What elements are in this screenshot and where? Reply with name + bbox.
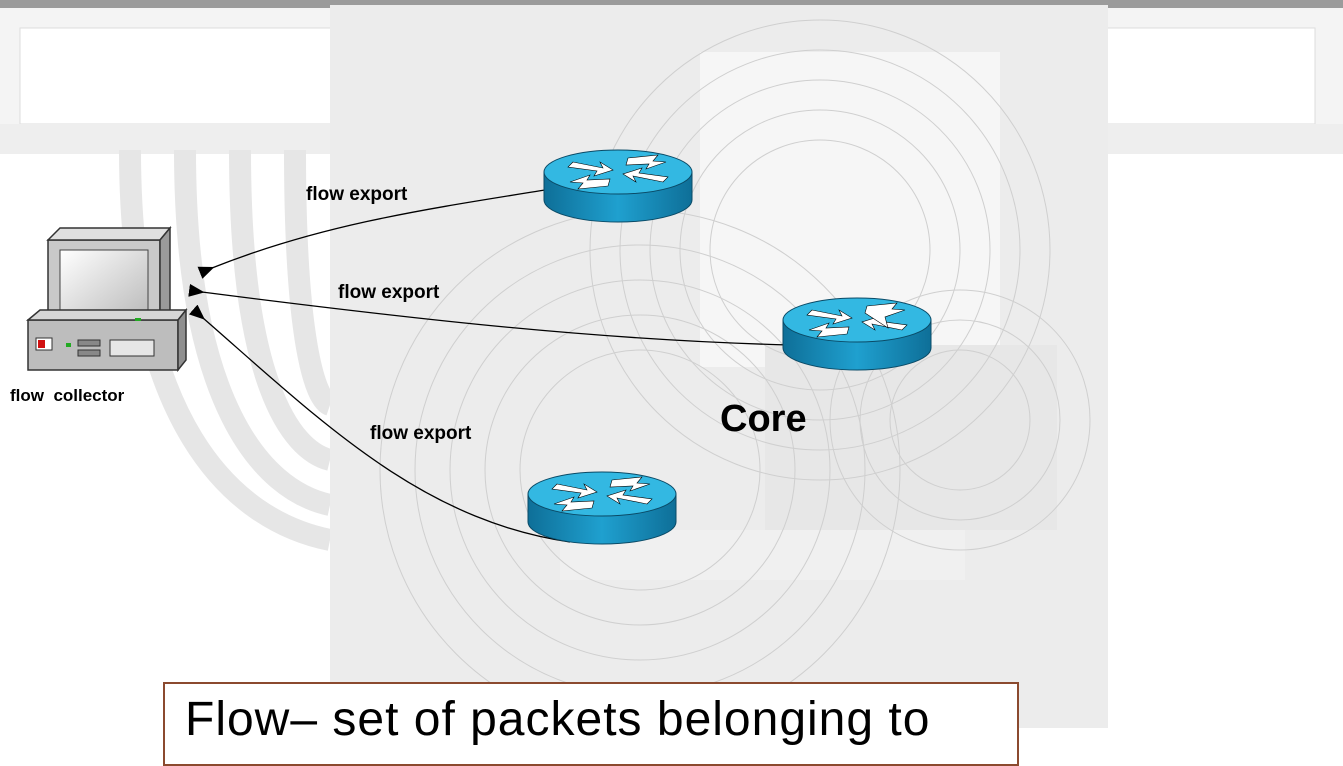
flow-export-label-bottom: flow export [370,423,472,444]
router-icon [782,297,932,371]
computer-icon [25,225,188,373]
caption-text: Flow– set of packets belonging to [185,693,931,746]
router-icon [543,149,693,223]
flow-arrow-bottom [188,304,571,543]
diagram-canvas [0,0,1343,728]
flow-arrow-top [197,189,546,279]
caption-box: Flow– set of packets belonging to [163,682,1019,766]
flow-export-label-middle: flow export [338,282,440,303]
core-label: Core [720,398,807,440]
hatch-rings [379,19,1091,728]
core-panel [330,5,1108,728]
flow-arrow-middle [188,283,791,346]
background-arcs [119,149,336,551]
flow-arrows [188,189,791,543]
flow-collector-label: flow collector [10,386,125,405]
flow-export-label-top: flow export [306,184,408,205]
router-icon [527,471,677,545]
